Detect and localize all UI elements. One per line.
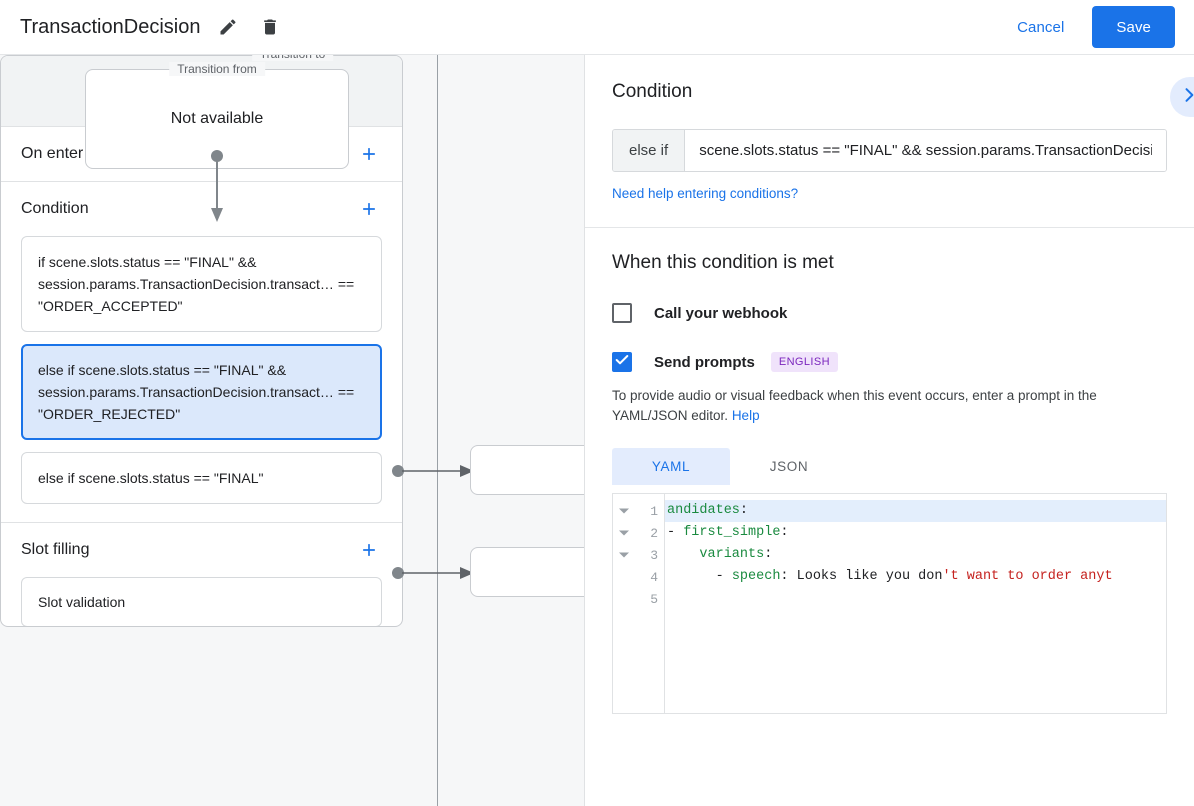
code-line: - first_simple: <box>665 522 1166 544</box>
condition-list: if scene.slots.status == "FINAL" && sess… <box>21 236 382 522</box>
details-panel: Condition else if Need help entering con… <box>585 55 1194 806</box>
tab-yaml[interactable]: YAML <box>612 448 730 485</box>
gutter-line: 4 <box>613 566 664 588</box>
code-token: Looks like you don <box>796 569 943 584</box>
plus-icon <box>359 199 379 219</box>
send-prompts-checkbox[interactable] <box>612 352 632 372</box>
section-title-slot-filling: Slot filling <box>21 541 90 558</box>
condition-input-row: else if <box>612 129 1167 172</box>
line-number: 2 <box>650 525 658 541</box>
chevron-right-icon <box>1179 85 1194 110</box>
trash-icon <box>260 17 280 37</box>
condition-card-selected[interactable]: else if scene.slots.status == "FINAL" &&… <box>21 344 382 440</box>
target-node-empty-1[interactable] <box>470 445 585 495</box>
condition-card[interactable]: else if scene.slots.status == "FINAL" <box>21 452 382 504</box>
code-token: 't want to order anyt <box>942 569 1113 584</box>
tab-json[interactable]: JSON <box>769 459 809 474</box>
section-condition: Condition if scene.slots.status == "FINA… <box>1 182 402 523</box>
code-line: - speech: Looks like you don't want to o… <box>665 566 1166 588</box>
code-token <box>667 547 699 562</box>
code-token: speech <box>731 569 781 584</box>
webhook-row: Call your webhook <box>612 303 1167 323</box>
prompts-description-text: To provide audio or visual feedback when… <box>612 388 1097 423</box>
code-token: first_simple <box>683 525 781 540</box>
code-token: - <box>667 569 732 584</box>
code-line <box>665 588 1166 610</box>
delete-button[interactable] <box>256 13 284 41</box>
condition-detail-section: Condition else if Need help entering con… <box>585 55 1194 228</box>
section-title-on-enter: On enter <box>21 145 84 162</box>
editor-gutter: 1 2 3 4 5 <box>613 494 665 713</box>
prompts-help-link[interactable]: Help <box>731 408 760 423</box>
editor-format-tabs: YAML JSON <box>612 448 1167 485</box>
condition-prefix-label: else if <box>613 130 686 171</box>
section-title-condition: Condition <box>21 200 89 217</box>
canvas-guide-line <box>437 55 438 806</box>
code-line: andidates: <box>665 500 1166 522</box>
slot-validation-card[interactable]: Slot validation <box>21 577 382 626</box>
page-title: TransactionDecision <box>20 15 201 38</box>
save-button[interactable]: Save <box>1092 6 1175 48</box>
send-prompts-row: Send prompts ENGLISH <box>612 352 1167 372</box>
checkmark-icon <box>614 352 630 373</box>
fold-toggle-icon[interactable] <box>619 552 629 558</box>
add-condition-button[interactable] <box>356 196 382 222</box>
section-slot-filling: Slot filling Slot validation <box>1 523 402 626</box>
section-header-condition: Condition <box>21 182 382 236</box>
add-on-enter-button[interactable] <box>356 141 382 167</box>
fold-toggle-icon[interactable] <box>619 530 629 536</box>
section-on-enter: On enter <box>1 127 402 182</box>
line-number: 4 <box>650 569 658 585</box>
code-token: variants <box>699 547 765 562</box>
code-token: andidates <box>667 503 740 518</box>
condition-detail-title: Condition <box>612 81 693 102</box>
transition-from-value: Not available <box>170 110 264 127</box>
target-node-empty-2[interactable] <box>470 547 585 597</box>
expand-panel-button[interactable] <box>1170 77 1194 117</box>
section-header-slot-filling: Slot filling <box>21 523 382 577</box>
plus-icon <box>359 540 379 560</box>
line-number: 1 <box>650 503 658 519</box>
transition-from-legend: Transition from <box>169 62 265 76</box>
cancel-button[interactable]: Cancel <box>1003 11 1078 44</box>
code-line: variants: <box>665 544 1166 566</box>
code-token: : <box>739 503 749 518</box>
pencil-icon <box>218 17 238 37</box>
fold-toggle-icon[interactable] <box>619 508 629 514</box>
edit-name-button[interactable] <box>214 13 242 41</box>
code-token: : <box>780 525 789 540</box>
code-token: : <box>780 569 797 584</box>
panel-divider <box>584 55 585 806</box>
transition-to-legend: Transition to <box>251 55 334 61</box>
plus-icon <box>359 144 379 164</box>
code-token: - <box>667 525 684 540</box>
add-slot-filling-button[interactable] <box>356 537 382 563</box>
line-number: 3 <box>650 547 658 563</box>
transition-arrow <box>180 150 255 290</box>
gutter-line: 5 <box>613 588 664 610</box>
call-webhook-label: Call your webhook <box>654 304 788 322</box>
send-prompts-label: Send prompts <box>654 353 755 371</box>
code-token: : <box>764 547 773 562</box>
call-webhook-checkbox[interactable] <box>612 303 632 323</box>
section-header-on-enter: On enter <box>21 127 382 181</box>
when-condition-met-section: When this condition is met Call your web… <box>585 228 1194 714</box>
language-badge: ENGLISH <box>770 352 838 372</box>
prompts-description: To provide audio or visual feedback when… <box>612 386 1164 426</box>
top-app-bar: TransactionDecision Cancel Save <box>0 0 1194 55</box>
yaml-editor[interactable]: 1 2 3 4 5 <box>612 493 1167 714</box>
condition-card[interactable]: if scene.slots.status == "FINAL" && sess… <box>21 236 382 332</box>
gutter-line: 3 <box>613 544 664 566</box>
gutter-line: 2 <box>613 522 664 544</box>
line-number: 5 <box>650 591 658 607</box>
condition-help-link[interactable]: Need help entering conditions? <box>612 186 799 201</box>
when-condition-met-title: When this condition is met <box>612 252 834 273</box>
editor-code-area[interactable]: andidates:- first_simple: variants: - sp… <box>665 494 1166 713</box>
scene-graph-canvas[interactable]: Transition from Not available Transition… <box>0 55 585 806</box>
condition-expression-input[interactable] <box>685 130 1166 171</box>
gutter-line: 1 <box>613 500 664 522</box>
